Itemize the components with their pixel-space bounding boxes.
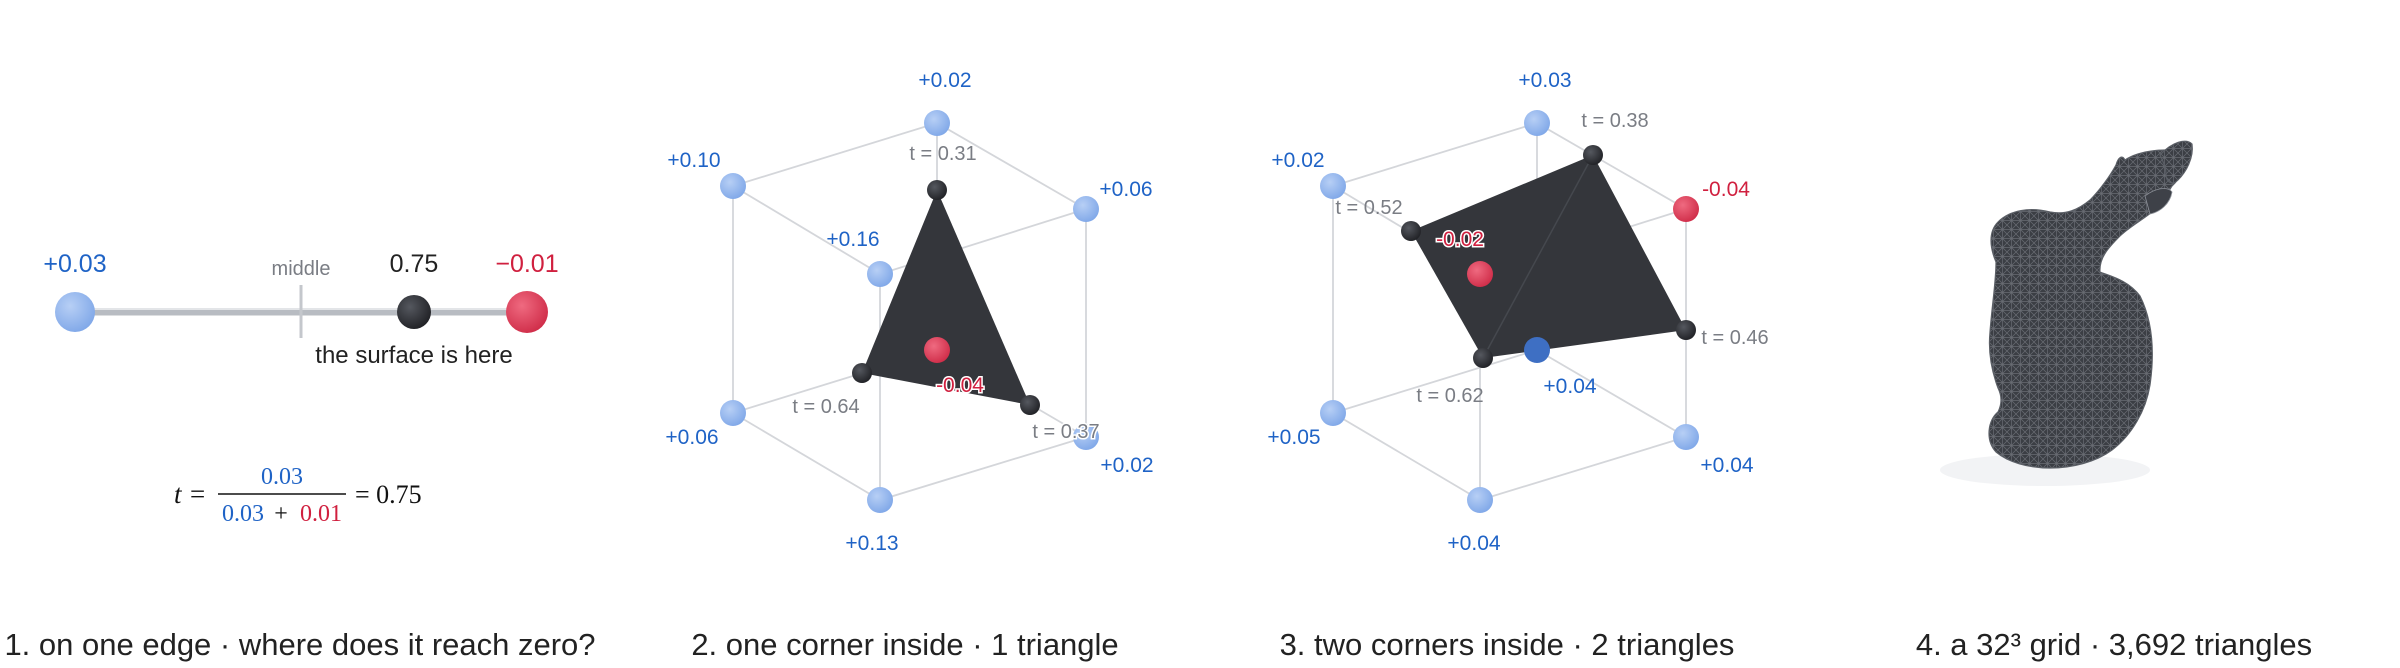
corner-node-lower-left	[720, 400, 746, 426]
corner-node-inner-back	[1524, 337, 1550, 363]
corner-node-lower-right	[1673, 424, 1699, 450]
crossing-node-bottom	[1473, 348, 1493, 368]
interpolation-formula: t = 0.03 0.03 + 0.01 = 0.75	[174, 464, 422, 527]
mesh-shadow	[1940, 454, 2150, 486]
corner-value-inner-front: +0.04	[1543, 375, 1596, 398]
panel-bunny-mesh: 4. a 32³ grid · 3,692 triangles	[1916, 140, 2312, 662]
bunny-mesh	[1988, 149, 2184, 469]
corner-value-top: +0.02	[918, 69, 971, 92]
corner-value-upper-left: +0.02	[1271, 149, 1324, 172]
positive-endpoint-node	[55, 292, 95, 332]
corner-node-top	[924, 110, 950, 136]
inside-corner-node-upper-right	[1673, 196, 1699, 222]
formula-numerator: 0.03	[261, 464, 303, 490]
cube-edges	[732, 122, 1087, 501]
crossing-node-right	[1020, 395, 1040, 415]
formula-plus: +	[274, 501, 288, 527]
corner-node-bottom	[867, 487, 893, 513]
corner-value-bottom: +0.13	[845, 532, 898, 555]
corner-value-inner-front: +0.16	[826, 228, 879, 251]
t-label-bottom: t = 0.62	[1416, 385, 1483, 407]
corner-node-upper-left	[1320, 173, 1346, 199]
crossing-node-right	[1676, 320, 1696, 340]
inside-corner-node-inner	[1467, 261, 1493, 287]
inside-corner-node	[924, 337, 950, 363]
t-label-left: t = 0.64	[792, 396, 859, 418]
formula-lhs: t =	[174, 479, 206, 509]
left-value-label: +0.03	[43, 250, 106, 278]
formula-result: = 0.75	[355, 480, 422, 509]
corner-node-top	[1524, 110, 1550, 136]
corner-value-inside: -0.02	[1436, 228, 1484, 251]
corner-node-upper-right	[1073, 196, 1099, 222]
corner-value-lower-right: +0.02	[1100, 454, 1153, 477]
panel-two-corners-inside: +0.03 +0.02 -0.04 -0.02 +0.04 +0.05 +0.0…	[1267, 69, 1768, 662]
t-label-top: t = 0.38	[1581, 110, 1648, 132]
caption-1: 1. on one edge · where does it reach zer…	[4, 627, 595, 662]
corner-node-inner-front	[867, 261, 893, 287]
corner-value-top: +0.03	[1518, 69, 1571, 92]
surface-crossing-node	[397, 295, 431, 329]
corner-value-bottom: +0.04	[1447, 532, 1500, 555]
crossing-node-left	[1401, 221, 1421, 241]
negative-endpoint-node	[506, 291, 548, 333]
crossing-node-top	[927, 180, 947, 200]
corner-value-lower-left: +0.06	[665, 426, 718, 449]
t-value-label: 0.75	[390, 250, 439, 278]
surface-quad	[1411, 155, 1686, 358]
corner-value-lower-right: +0.04	[1700, 454, 1753, 477]
corner-value-upper-right: +0.06	[1099, 178, 1152, 201]
corner-value-inside: -0.04	[936, 374, 984, 397]
corner-value-upper-left: +0.10	[667, 149, 720, 172]
formula-den-a: 0.03	[222, 501, 264, 527]
caption-4: 4. a 32³ grid · 3,692 triangles	[1916, 627, 2312, 662]
middle-label: middle	[272, 258, 331, 280]
corner-node-lower-left	[1320, 400, 1346, 426]
corner-node-bottom	[1467, 487, 1493, 513]
crossing-node-left	[852, 363, 872, 383]
surface-diagonal	[1482, 154, 1594, 359]
right-value-label: −0.01	[495, 250, 558, 278]
caption-3: 3. two corners inside · 2 triangles	[1280, 627, 1735, 662]
corner-value-upper-right: -0.04	[1702, 178, 1750, 201]
crossing-node-top	[1583, 145, 1603, 165]
surface-triangle	[862, 190, 1030, 405]
surface-annotation: the surface is here	[315, 342, 512, 369]
corner-node-upper-left	[720, 173, 746, 199]
bunny-ear	[2159, 140, 2193, 184]
corner-node-lower-right	[1073, 424, 1099, 450]
corner-value-lower-left: +0.05	[1267, 426, 1320, 449]
formula-den-b: 0.01	[300, 501, 342, 527]
caption-2: 2. one corner inside · 1 triangle	[691, 627, 1118, 662]
t-label-right: t = 0.46	[1701, 327, 1768, 349]
t-label-top: t = 0.31	[909, 143, 976, 165]
panel-one-corner-inside: +0.02 +0.10 +0.06 +0.16 +0.06 +0.02 +0.1…	[665, 69, 1153, 662]
t-label-left: t = 0.52	[1335, 197, 1402, 219]
panel-edge-interpolation: +0.03 middle 0.75 −0.01 the surface is h…	[4, 250, 595, 662]
t-label-right: t = 0.37	[1032, 421, 1099, 443]
bunny-ear-inner	[2144, 188, 2173, 215]
